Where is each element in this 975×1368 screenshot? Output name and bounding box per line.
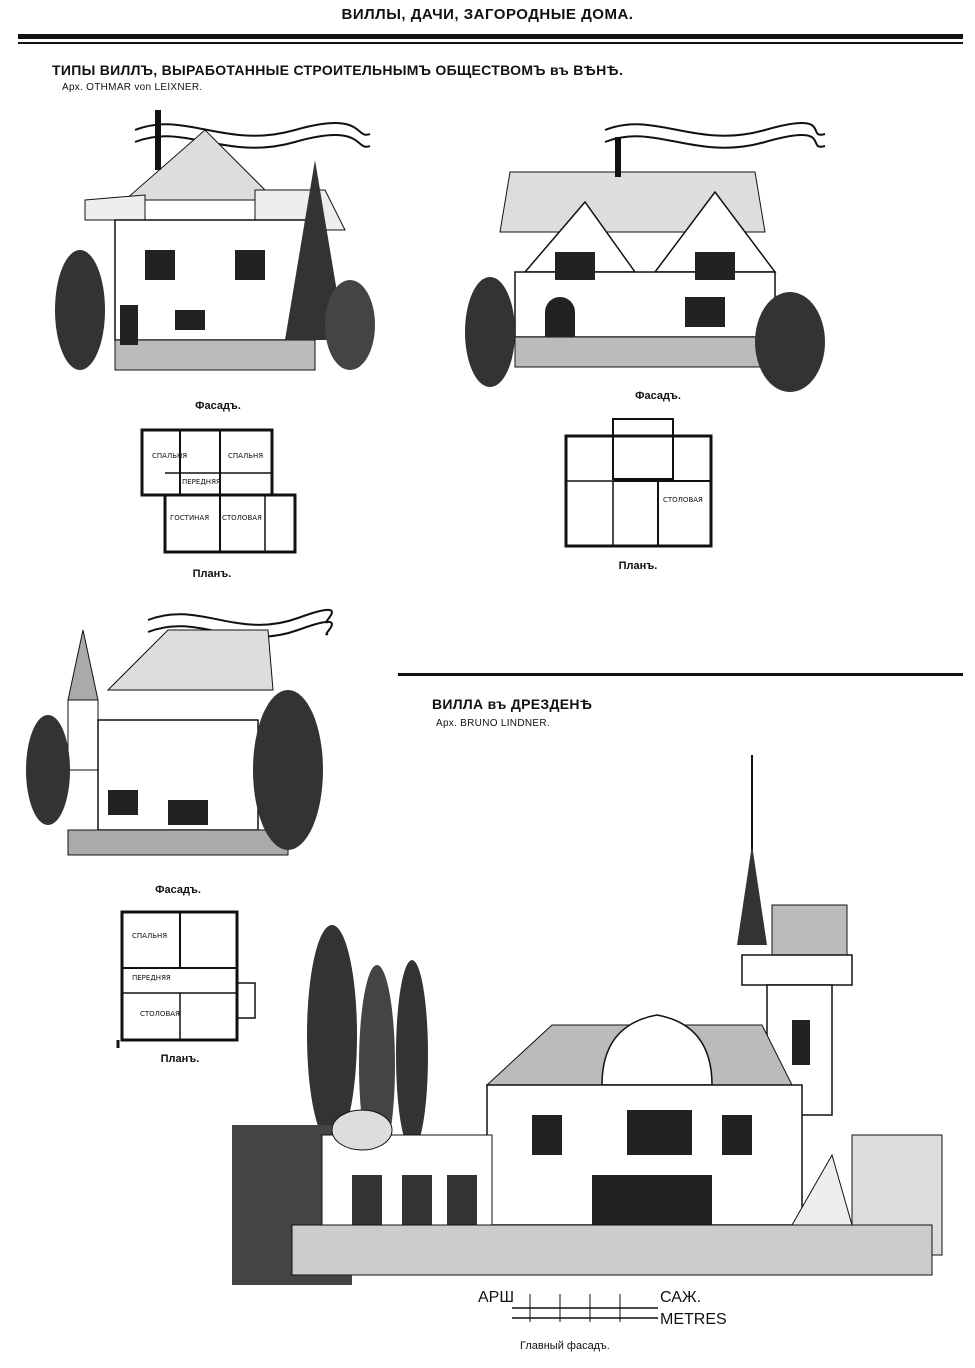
villa3-room-label: ПЕРЕДНЯЯ (132, 974, 171, 982)
villa3-room-label: СТОЛОВАЯ (140, 1010, 180, 1018)
header-rule-thin (18, 42, 963, 44)
villa1-plan-drawing: СПАЛЬНЯ ПЕРЕДНЯЯ ГОСТИНАЯ СТОЛОВАЯ СПАЛЬ… (140, 428, 297, 554)
section2-rule (398, 673, 963, 676)
header-rule-thick (18, 34, 963, 39)
villa1-room-label: СПАЛЬНЯ (152, 452, 187, 460)
villa3-facade-drawing (26, 608, 333, 856)
scale-metres-label: METRES (660, 1311, 727, 1328)
villa1-plan-caption: Планъ. (192, 568, 232, 580)
villa3-room-label: СПАЛЬНЯ (132, 932, 167, 940)
villa2-plan-drawing: СТОЛОВАЯ (564, 418, 713, 548)
dresden-villa-facade-drawing (232, 755, 943, 1285)
section2-title: ВИЛЛА въ ДРЕЗДЕНѢ (432, 696, 593, 712)
villa2-facade-drawing (465, 122, 826, 392)
villa1-room-label: СТОЛОВАЯ (222, 514, 262, 522)
villa2-plan-caption: Планъ. (618, 560, 658, 572)
villa1-room-label: СПАЛЬНЯ (228, 452, 263, 460)
villa2-room-label: СТОЛОВАЯ (663, 496, 703, 504)
villa2-facade-caption: Фасадъ. (635, 390, 681, 402)
villa1-facade-drawing (55, 110, 375, 371)
scale-bar: АРШ САЖ. METRES (478, 1289, 727, 1328)
villa1-room-label: ГОСТИНАЯ (170, 514, 209, 522)
villa3-plan-caption: Планъ. (160, 1053, 200, 1065)
scale-sazh-label: САЖ. (660, 1289, 701, 1306)
section1-architect: Арх. OTHMAR von LEIXNER. (62, 82, 203, 93)
page-header: ВИЛЛЫ, ДАЧИ, ЗАГОРОДНЫЕ ДОМА. (341, 6, 634, 23)
section1-title: ТИПЫ ВИЛЛЪ, ВЫРАБОТАННЫЕ СТРОИТЕЛЬНЫМЪ О… (52, 62, 624, 78)
section2-architect: Арх. BRUNO LINDNER. (436, 718, 550, 729)
villa3-plan-drawing: СПАЛЬНЯ ПЕРЕДНЯЯ СТОЛОВАЯ (116, 910, 256, 1048)
villa3-facade-caption: Фасадъ. (155, 884, 201, 896)
scale-arsh-label: АРШ (478, 1289, 514, 1306)
villa1-facade-caption: Фасадъ. (195, 400, 241, 412)
dresden-facade-caption: Главный фасадъ. (520, 1340, 610, 1352)
villa1-room-label: ПЕРЕДНЯЯ (182, 478, 221, 486)
